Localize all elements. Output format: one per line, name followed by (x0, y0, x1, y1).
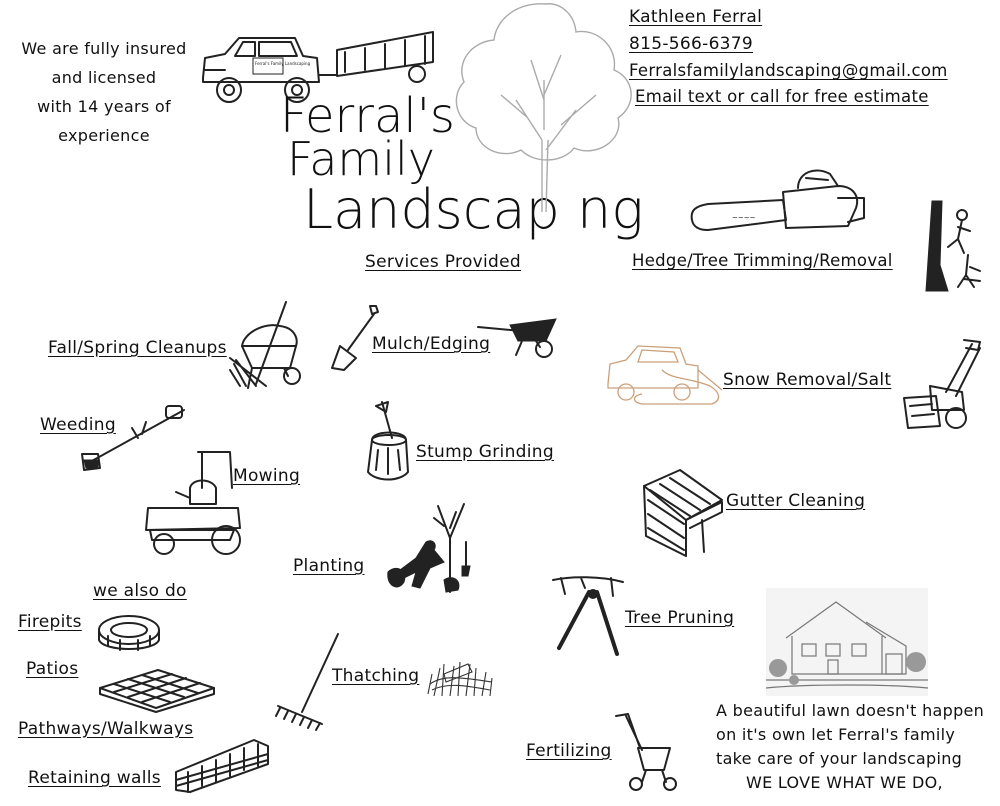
intro-text: We are fully insured and licensed with 1… (14, 34, 194, 150)
also-item-retaining-walls: Retaining walls (28, 768, 161, 788)
service-mowing: Mowing (233, 466, 301, 486)
wheelbarrow-rake-icon (229, 301, 301, 389)
intro-line: experience (58, 126, 150, 145)
pruning-loppers-icon (552, 576, 624, 656)
service-cleanups: Fall/Spring Cleanups (48, 338, 227, 358)
also-item-pathways: Pathways/Walkways (18, 719, 194, 739)
also-item-patios: Patios (26, 659, 79, 679)
also-heading: we also do (93, 581, 187, 601)
closing-line: WE LOVE WHAT WE DO, (746, 773, 943, 792)
spreader-icon (615, 713, 677, 791)
service-snow-removal: Snow Removal/Salt (723, 370, 892, 390)
service-hedge-tree: Hedge/Tree Trimming/Removal (632, 251, 893, 270)
service-planting: Planting (293, 556, 365, 576)
service-gutter-cleaning: Gutter Cleaning (726, 491, 866, 511)
thatch-grass-icon (427, 661, 493, 697)
intro-line: and licensed (51, 68, 157, 87)
contact-email[interactable]: Ferralsfamilylandscaping@gmail.com (629, 61, 948, 80)
title-line-3: Landscap ng (303, 178, 644, 241)
gutter-roof-icon (643, 469, 723, 557)
string-trimmer-icon (81, 405, 185, 471)
planting-gardener-icon (387, 503, 471, 593)
service-thatching: Thatching (332, 666, 420, 686)
tree-sketch (455, 3, 632, 213)
closing-line: on it's own let Ferral's family (716, 725, 956, 744)
shovel-icon (331, 305, 379, 371)
service-weeding: Weeding (40, 415, 116, 435)
page-title: Ferral's (280, 92, 455, 140)
title-line-2: Family (287, 132, 436, 186)
retaining-wall-icon (175, 739, 269, 793)
svg-text:~~~~: ~~~~ (732, 214, 756, 222)
chainsaw-icon: ~~~~ (690, 169, 865, 231)
contact-phone[interactable]: 815-566-6379 (629, 34, 754, 54)
service-stump-grinding: Stump Grinding (416, 442, 554, 462)
firepit-icon (98, 615, 160, 651)
contact-cta: Email text or call for free estimate (635, 87, 929, 106)
stump-axe-icon (367, 401, 409, 481)
also-item-firepits: Firepits (18, 612, 82, 632)
riding-mower-icon (145, 451, 241, 555)
snow-truck-sketch (607, 345, 723, 405)
services-heading: Services Provided (365, 252, 521, 272)
service-fertilizing: Fertilizing (526, 741, 612, 761)
truck-trailer-illustration: Ferral's Family Landscaping (202, 31, 434, 103)
title-line-1: Ferral's (280, 88, 455, 144)
pavers-icon (99, 669, 215, 713)
intro-line: We are fully insured (21, 39, 187, 58)
contact-name: Kathleen Ferral (629, 7, 763, 27)
closing-line: take care of your landscaping (716, 749, 963, 768)
truck-door-text: Ferral's Family Landscaping (255, 61, 311, 66)
snowblower-icon (903, 339, 981, 429)
house-sketch (765, 588, 929, 696)
tree-removal-icon (925, 200, 981, 292)
service-mulch-edging: Mulch/Edging (372, 334, 491, 354)
intro-line: with 14 years of (37, 97, 171, 116)
service-tree-pruning: Tree Pruning (625, 608, 735, 628)
closing-message: A beautiful lawn doesn't happen on it's … (716, 699, 984, 795)
rake-icon (275, 633, 339, 731)
wheelbarrow-icon (477, 318, 557, 358)
closing-line: A beautiful lawn doesn't happen (716, 701, 985, 720)
